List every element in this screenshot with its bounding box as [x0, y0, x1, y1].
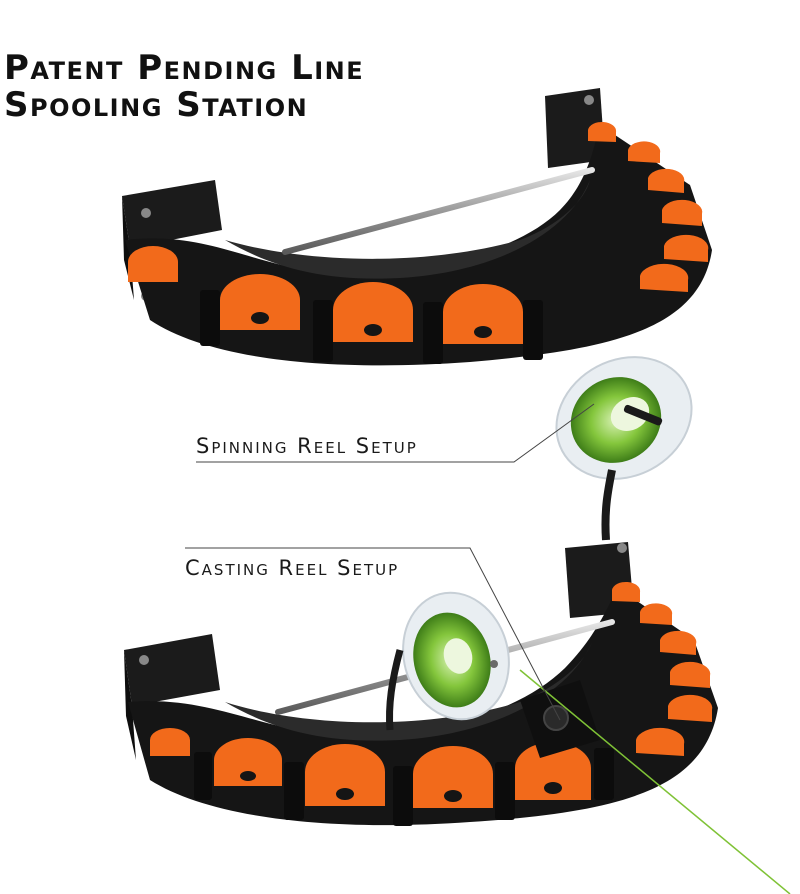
casting-reel-callout: Casting Reel Setup: [185, 556, 400, 580]
top-rod: [282, 167, 595, 255]
top-right-bracket: [545, 88, 605, 168]
callout-leaders: [185, 403, 595, 721]
top-rack: [122, 88, 712, 366]
bottom-slots: [150, 581, 713, 808]
page-title: Patent Pending Line Spooling Station: [4, 50, 364, 124]
bottom-rack: [124, 542, 718, 826]
casting-leader: [185, 547, 561, 721]
top-slots: [128, 121, 709, 344]
title-line-1: Patent Pending Line: [4, 48, 365, 88]
fishing-line: [519, 669, 791, 894]
spinning-spool: [555, 356, 693, 541]
casting-spool: [386, 591, 510, 731]
spinning-reel-callout: Spinning Reel Setup: [196, 434, 418, 458]
spinning-leader: [196, 403, 595, 463]
title-line-2: Spooling Station: [4, 85, 309, 125]
